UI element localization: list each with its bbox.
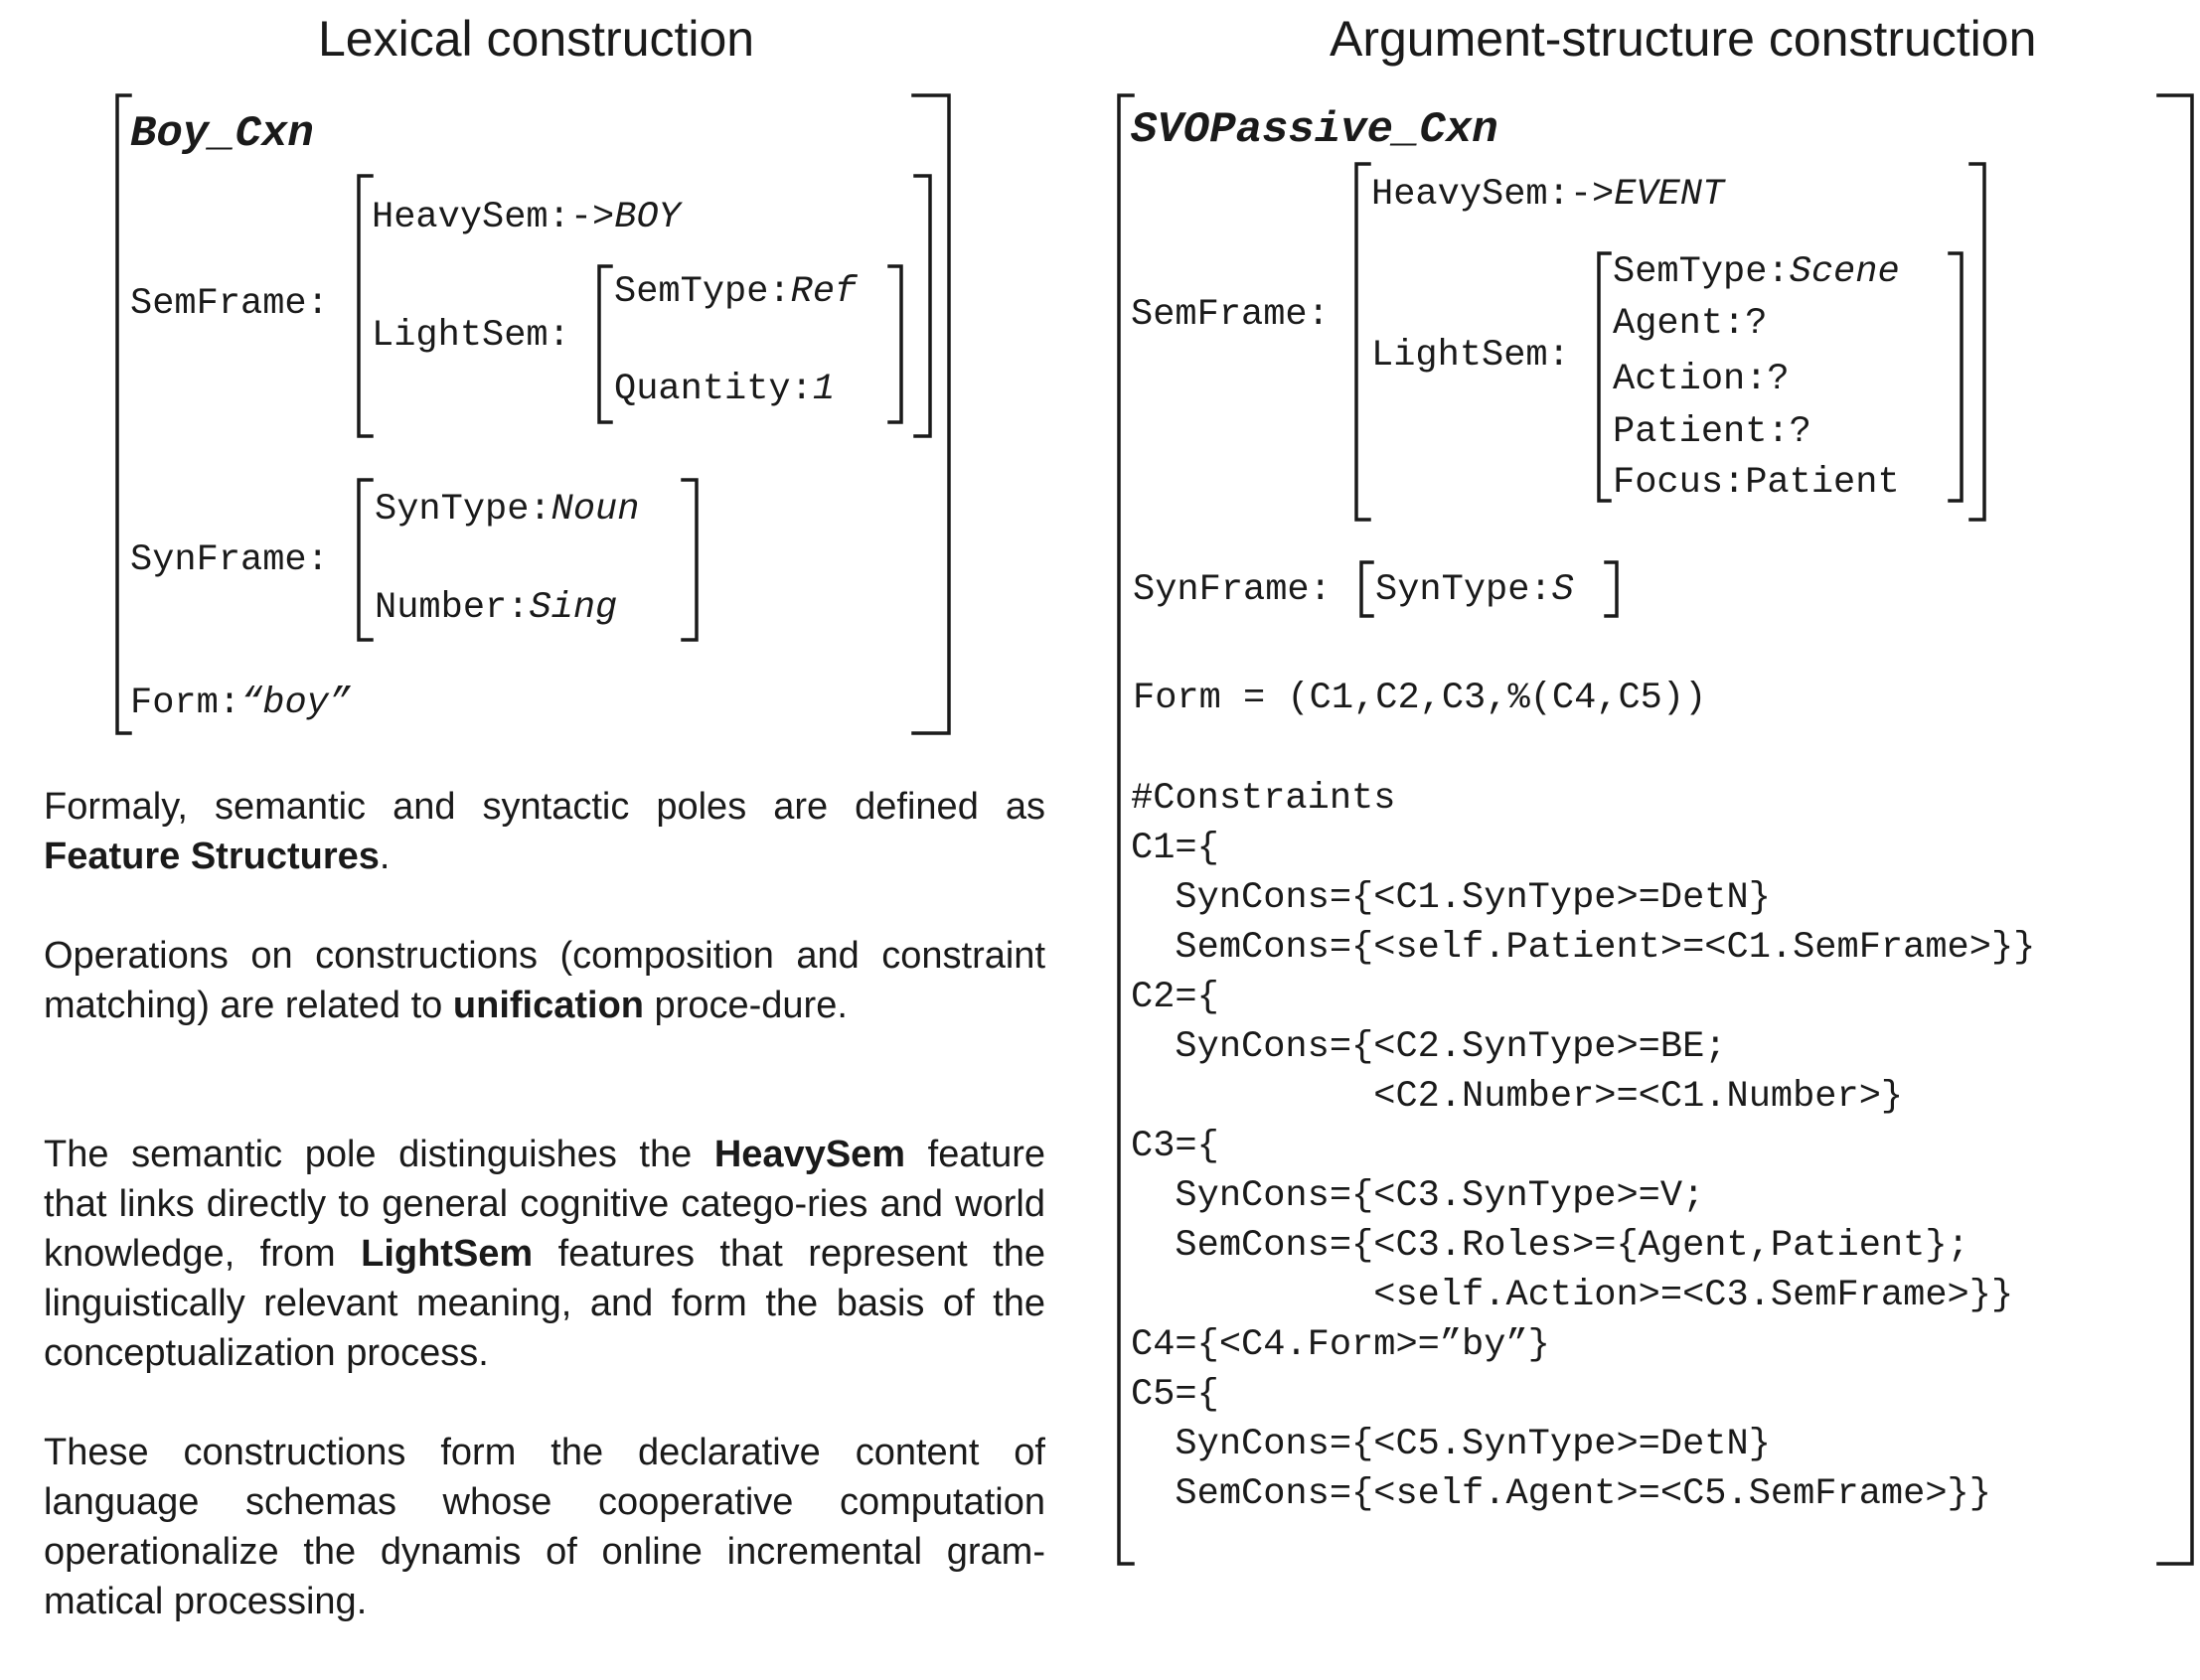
constraint-line: SynCons={<C5.SynType>=DetN} (1131, 1424, 1771, 1465)
svo-heavysem-value: EVENT (1614, 174, 1725, 216)
argument-structure-construction-title: Argument-structure construction (1330, 11, 2037, 67)
boy-semframe-left-bracket (357, 174, 374, 438)
bold-term: HeavySem (713, 1134, 906, 1175)
boy-semtype-row: SemType:Ref (614, 274, 857, 311)
svo-lightsem-left-bracket (1597, 251, 1612, 503)
boy-number-label: Number: (375, 587, 530, 629)
lexical-construction-title: Lexical construction (318, 11, 755, 67)
svo-semtype-row: SemType:Scene (1613, 254, 1900, 291)
boy-heavysem-arrow: -> (569, 197, 615, 238)
constraint-line: SynCons={<C2.SynType>=BE; (1131, 1026, 1727, 1068)
boy-number-row: Number:Sing (375, 590, 617, 627)
boy-semframe-label: SemFrame: (130, 283, 329, 325)
boy-synframe-right-bracket (681, 478, 699, 642)
constraint-line: SynCons={<C3.SynType>=V; (1131, 1175, 1705, 1217)
boy-outer-left-bracket (115, 93, 132, 735)
paragraph-language-schemas: These constructions form the declarative… (44, 1432, 1045, 1622)
paragraph-text: The semantic pole distinguishes the (44, 1134, 714, 1175)
svo-semtype-value: Scene (1789, 251, 1900, 293)
svo-agent-row: Agent:? (1613, 303, 1768, 345)
boy-synframe-label: SynFrame: (130, 539, 329, 581)
bold-term: LightSem (361, 1233, 534, 1275)
svo-semframe-left-bracket (1354, 162, 1371, 522)
paragraph-text: Operations on constructions (composition… (44, 935, 1045, 1026)
boy-semtype-label: SemType: (614, 271, 791, 313)
boy-lightsem-right-bracket (887, 264, 903, 424)
constraint-line: <C2.Number>=<C1.Number>} (1131, 1076, 1904, 1118)
constraint-line: C5={ (1131, 1374, 1219, 1416)
svo-syntype-row: SynType:S (1375, 572, 1574, 609)
boy-number-value: Sing (529, 587, 618, 629)
constraint-line: #Constraints (1131, 778, 1396, 820)
boy-syntype-row: SynType:Noun (375, 492, 639, 529)
svo-heavysem-row: HeavySem:->EVENT (1371, 177, 1724, 214)
paragraph-unification: Operations on constructions (composition… (44, 931, 1045, 1030)
boy-form-row: Form:“boy” (130, 686, 351, 722)
boy-outer-right-bracket (911, 93, 951, 735)
svo-semframe-right-bracket (1968, 162, 1986, 522)
paragraph-text: feature that links directly to general c… (44, 1134, 1045, 1275)
svo-heavysem-label: HeavySem: (1371, 174, 1570, 216)
paragraph-text: proce-dure. (644, 985, 848, 1026)
boy-heavysem-row: HeavySem:->BOY (372, 200, 681, 236)
boy-lightsem-left-bracket (597, 264, 613, 424)
boy-form-value: “boy” (240, 683, 352, 724)
constraint-line: SynCons={<C1.SynType>=DetN} (1131, 877, 1771, 919)
boy-syntype-label: SynType: (375, 489, 551, 531)
svo-synframe-label: SynFrame: (1133, 569, 1332, 611)
svo-patient-row: Patient:? (1613, 411, 1811, 453)
boy-cxn-name: Boy_Cxn (130, 109, 314, 159)
constraint-line: SemCons={<self.Agent>=<C5.SemFrame>}} (1131, 1473, 1991, 1515)
svo-cxn-name: SVOPassive_Cxn (1131, 105, 1498, 155)
boy-synframe-left-bracket (357, 478, 374, 642)
svo-syntype-value: S (1551, 569, 1574, 611)
svo-action-row: Action:? (1613, 359, 1790, 400)
boy-semframe-right-bracket (913, 174, 932, 438)
svo-form-line: Form = (C1,C2,C3,%(C4,C5)) (1133, 678, 1707, 719)
paragraph-text: Formaly, semantic and syntactic poles ar… (44, 786, 1045, 828)
svo-syntype-label: SynType: (1375, 569, 1552, 611)
svo-semtype-label: SemType: (1613, 251, 1790, 293)
svo-lightsem-label: LightSem: (1371, 335, 1570, 377)
paragraph-text: . (379, 836, 391, 877)
boy-form-label: Form: (130, 683, 241, 724)
constraint-line: C2={ (1131, 977, 1219, 1018)
constraint-line: C1={ (1131, 828, 1219, 869)
svo-outer-right-bracket (2156, 93, 2194, 1566)
svo-synframe-right-bracket (1604, 560, 1619, 618)
boy-heavysem-value: BOY (614, 197, 681, 238)
boy-heavysem-label: HeavySem: (372, 197, 570, 238)
svo-semframe-label: SemFrame: (1131, 294, 1330, 336)
svo-synframe-left-bracket (1359, 560, 1374, 618)
boy-quantity-value: 1 (812, 369, 836, 410)
svo-outer-left-bracket (1117, 93, 1135, 1566)
constraint-line: SemCons={<self.Patient>=<C1.SemFrame>}} (1131, 927, 2036, 969)
boy-quantity-label: Quantity: (614, 369, 813, 410)
paragraph-feature-structures: Formaly, semantic and syntactic poles ar… (44, 782, 1045, 881)
constraint-line: <self.Action>=<C3.SemFrame>}} (1131, 1275, 2014, 1316)
boy-semtype-value: Ref (790, 271, 858, 313)
svo-heavysem-arrow: -> (1569, 174, 1615, 216)
constraint-line: SemCons={<C3.Roles>={Agent,Patient}; (1131, 1225, 1969, 1267)
svo-lightsem-right-bracket (1948, 251, 1964, 503)
boy-lightsem-label: LightSem: (372, 315, 570, 357)
boy-syntype-value: Noun (550, 489, 640, 531)
svo-focus-row: Focus:Patient (1613, 462, 1900, 504)
constraint-line: C4={<C4.Form>=”by”} (1131, 1324, 1550, 1366)
boy-quantity-row: Quantity:1 (614, 372, 835, 408)
paragraph-text: features that represent the linguistical… (44, 1233, 1045, 1374)
bold-term: unification (452, 985, 644, 1026)
paragraph-heavysem-lightsem: The semantic pole distinguishes the Heav… (44, 1130, 1045, 1378)
bold-term: Feature Structures (44, 836, 380, 877)
constraint-line: C3={ (1131, 1126, 1219, 1167)
